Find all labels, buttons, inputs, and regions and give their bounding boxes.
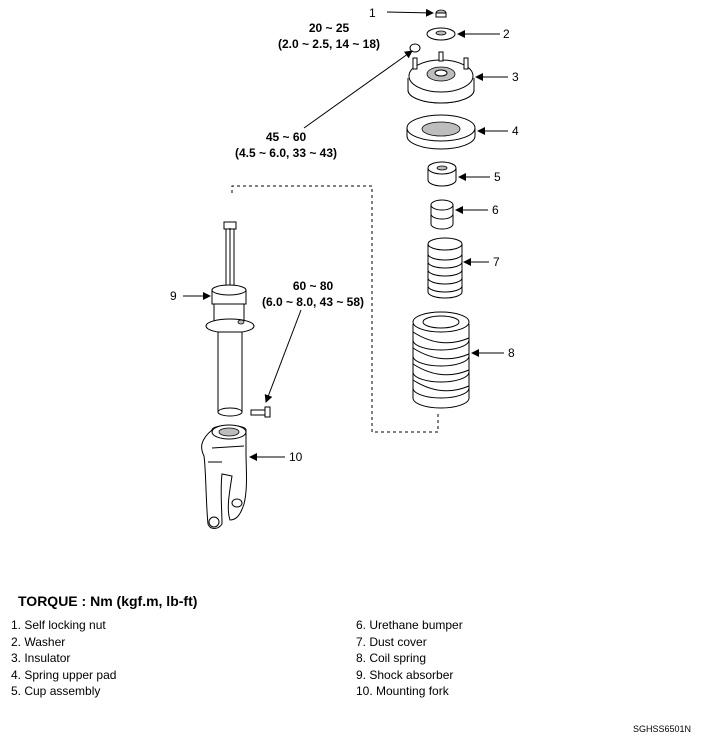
torque-detail-3: (6.0 ~ 8.0, 43 ~ 58) — [262, 295, 364, 309]
callout-2: 2 — [503, 27, 510, 41]
callout-7: 7 — [493, 255, 500, 269]
callout-6: 6 — [492, 203, 499, 217]
exploded-strut-diagram: 1 2 3 4 5 6 7 8 9 10 20 ~ 25 (2.0 ~ 2.5,… — [170, 6, 519, 529]
upper-mount-nut — [409, 43, 421, 53]
callout-9: 9 — [170, 289, 177, 303]
spring-upper-pad — [406, 114, 476, 150]
legend-item: 7. Dust cover — [356, 634, 427, 649]
torque-detail-2: (4.5 ~ 6.0, 33 ~ 43) — [235, 146, 337, 160]
torque-detail-1: (2.0 ~ 2.5, 14 ~ 18) — [278, 37, 380, 51]
torque-value-2: 45 ~ 60 — [266, 130, 307, 144]
insulator — [407, 51, 475, 104]
callout-1: 1 — [369, 6, 376, 20]
legend-item: 3. Insulator — [11, 651, 71, 665]
legend-item: 4. Spring upper pad — [11, 667, 117, 682]
parts-legend-left: 1. Self locking nut 2. Washer 3. Insulat… — [11, 617, 116, 700]
parts-legend-right: 6. Urethane bumper 7. Dust cover 8. Coil… — [356, 617, 463, 700]
dust-cover — [427, 237, 463, 299]
callout-10: 10 — [289, 450, 303, 464]
callout-3: 3 — [512, 70, 519, 84]
legend-item: 10. Mounting fork — [356, 684, 449, 698]
cup-assembly — [427, 161, 457, 187]
torque-value-3: 60 ~ 80 — [293, 279, 334, 293]
legend-item: 6. Urethane bumper — [356, 618, 463, 632]
legend-item: 1. Self locking nut — [11, 618, 106, 632]
legend-item: 5. Cup assembly — [11, 684, 101, 698]
urethane-bumper — [430, 199, 454, 230]
torque-value-1: 20 ~ 25 — [309, 21, 350, 35]
legend-item: 2. Washer — [11, 634, 66, 649]
self-locking-nut — [435, 9, 447, 18]
callout-4: 4 — [512, 124, 519, 138]
legend-item: 9. Shock absorber — [356, 667, 454, 682]
callout-8: 8 — [508, 346, 515, 360]
mounting-fork — [201, 424, 247, 529]
alignment-line — [231, 185, 439, 433]
callout-5: 5 — [494, 170, 501, 184]
legend-item: 8. Coil spring — [356, 651, 427, 665]
fork-bolt — [250, 406, 271, 418]
torque-heading: TORQUE : Nm (kgf.m, lb-ft) — [18, 593, 198, 609]
coil-spring — [412, 311, 470, 409]
figure-code: SGHSS6501N — [632, 724, 691, 734]
leader-lines — [183, 8, 508, 461]
washer — [426, 27, 456, 41]
shock-absorber — [205, 221, 255, 417]
